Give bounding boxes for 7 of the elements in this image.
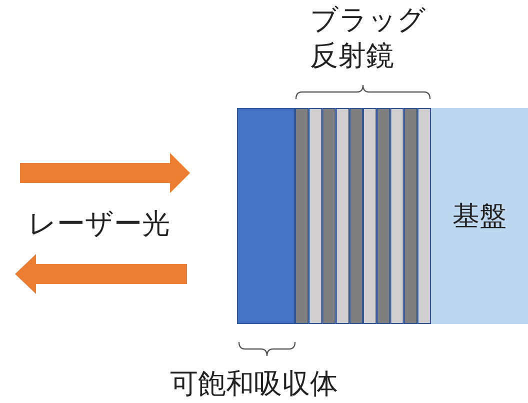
absorber-layer [237,108,295,324]
label: レーザー光 [28,206,171,242]
label: 可飽和吸収体 [170,366,339,402]
mirror-layers-drawing [295,108,431,324]
substrate-box [431,108,528,324]
label: ブラッグ反射鏡 [310,2,427,74]
layer-label: 基盤 [452,200,506,234]
